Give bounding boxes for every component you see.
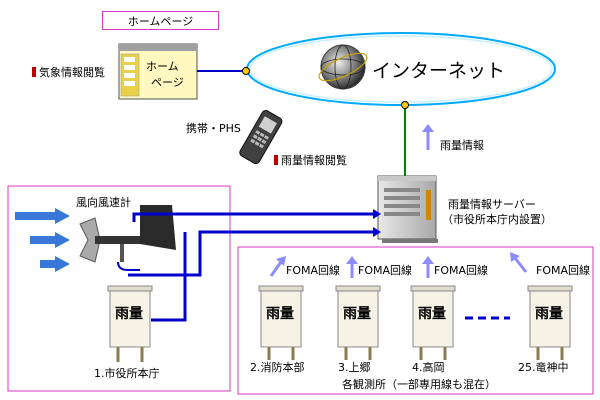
station-name-2: 2.消防本部 xyxy=(250,361,305,374)
station-name-25: 25.竜神中 xyxy=(518,361,569,374)
foma-arrow-25-icon xyxy=(510,252,528,273)
station-gauge-label-2: 雨量 xyxy=(266,306,294,322)
station-gauge-label-3: 雨量 xyxy=(343,306,371,322)
red-marker-icon xyxy=(32,67,36,77)
foma-arrow-4-icon xyxy=(422,256,434,278)
homepage-label: ホームページ xyxy=(102,11,219,30)
foma-arrow-3-icon xyxy=(346,256,358,278)
foma-label-3: FOMA回線 xyxy=(358,264,413,277)
station-gauge-4-icon xyxy=(410,285,456,360)
rain-info-label: 雨量情報 xyxy=(440,139,484,152)
station-gauge-2-icon xyxy=(258,285,304,360)
hq-box xyxy=(7,185,231,392)
hq-gauge-label: 雨量 xyxy=(115,306,143,322)
mobile-label: 携帯・PHS xyxy=(186,122,241,135)
homepage-panel-line2: ページ xyxy=(151,76,184,89)
anemometer-label: 風向風速計 xyxy=(76,196,131,209)
mobile-phone-icon xyxy=(239,109,283,165)
server-location-label: （市役所本庁内設置） xyxy=(442,213,552,226)
station-name-4: 4.高岡 xyxy=(412,361,445,374)
stations-caption: 各観測所（一部専用線も混在） xyxy=(342,378,496,391)
stations-box xyxy=(237,246,594,395)
red-marker-icon xyxy=(274,155,278,165)
rain-info-arrow-icon xyxy=(422,124,434,150)
anemometer-icon xyxy=(79,205,176,271)
globe-icon xyxy=(318,44,368,90)
station-gauge-label-25: 雨量 xyxy=(535,306,563,322)
weather-view-label: 気象情報閲覧 xyxy=(32,66,105,79)
homepage-panel-line1: ホーム xyxy=(146,60,179,73)
foma-label-4: FOMA回線 xyxy=(434,264,489,277)
hq-site-name: 1.市役所本庁 xyxy=(94,367,160,380)
station-gauge-3-icon xyxy=(335,285,381,360)
hq-rain-gauge-icon xyxy=(107,285,153,362)
wind-arrows-icon xyxy=(15,208,70,272)
foma-label-25: FOMA回線 xyxy=(536,264,591,277)
station-gauge-25-icon xyxy=(527,285,573,360)
server-name-label: 雨量情報サーバー xyxy=(448,198,536,211)
server-icon xyxy=(377,175,438,243)
foma-label-2: FOMA回線 xyxy=(286,264,341,277)
homepage-window-icon xyxy=(118,43,198,100)
foma-arrow-2-icon xyxy=(269,256,286,277)
rain-view-label: 雨量情報閲覧 xyxy=(274,154,347,167)
station-name-3: 3.上郷 xyxy=(338,361,371,374)
internet-label: インターネット xyxy=(372,60,506,82)
station-gauge-label-4: 雨量 xyxy=(418,306,446,322)
